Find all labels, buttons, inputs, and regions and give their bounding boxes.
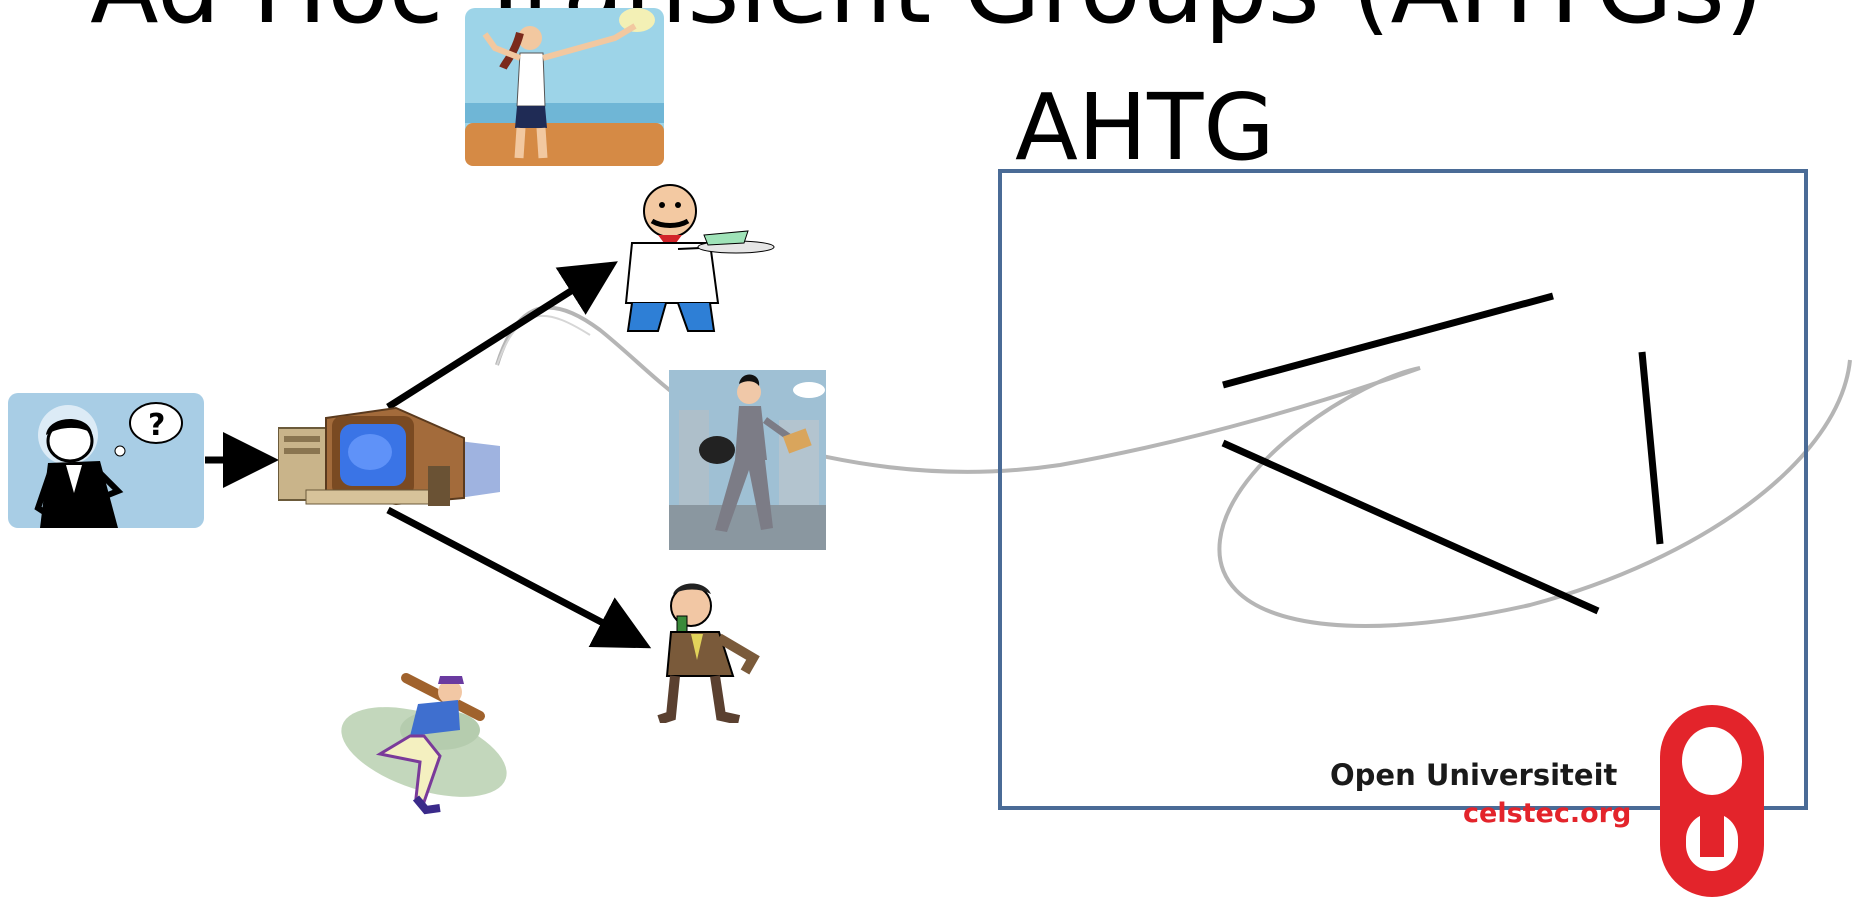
man-phone-clipart — [657, 583, 760, 723]
computer-clipart — [278, 406, 500, 506]
ahtg-group-box — [998, 169, 1808, 810]
svg-text:?: ? — [148, 408, 165, 443]
arrow-computer-to-phone-man — [386, 506, 652, 649]
arrow-computer-to-waiter — [386, 261, 618, 410]
open-universiteit-logo-mark — [1660, 705, 1764, 897]
businesswoman-clipart — [669, 370, 826, 550]
motion-trail — [495, 305, 1852, 628]
baseball-player-clipart — [341, 673, 507, 815]
woman-beach-clipart — [465, 8, 664, 166]
waiter-clipart — [624, 184, 775, 332]
ahtg-box-label: AHTG — [1015, 74, 1275, 181]
group-link-line-3 — [1638, 351, 1664, 545]
logo-name: Open Universiteit — [1330, 758, 1618, 792]
logo-site: celstec.org — [1463, 798, 1632, 829]
group-link-line-1 — [1222, 292, 1554, 389]
group-link-line-2 — [1221, 439, 1600, 615]
slide-title: Ad Hoc Transient Groups (AHTGs) — [0, 0, 1854, 38]
puzzled-person-clipart: ? — [8, 393, 204, 528]
